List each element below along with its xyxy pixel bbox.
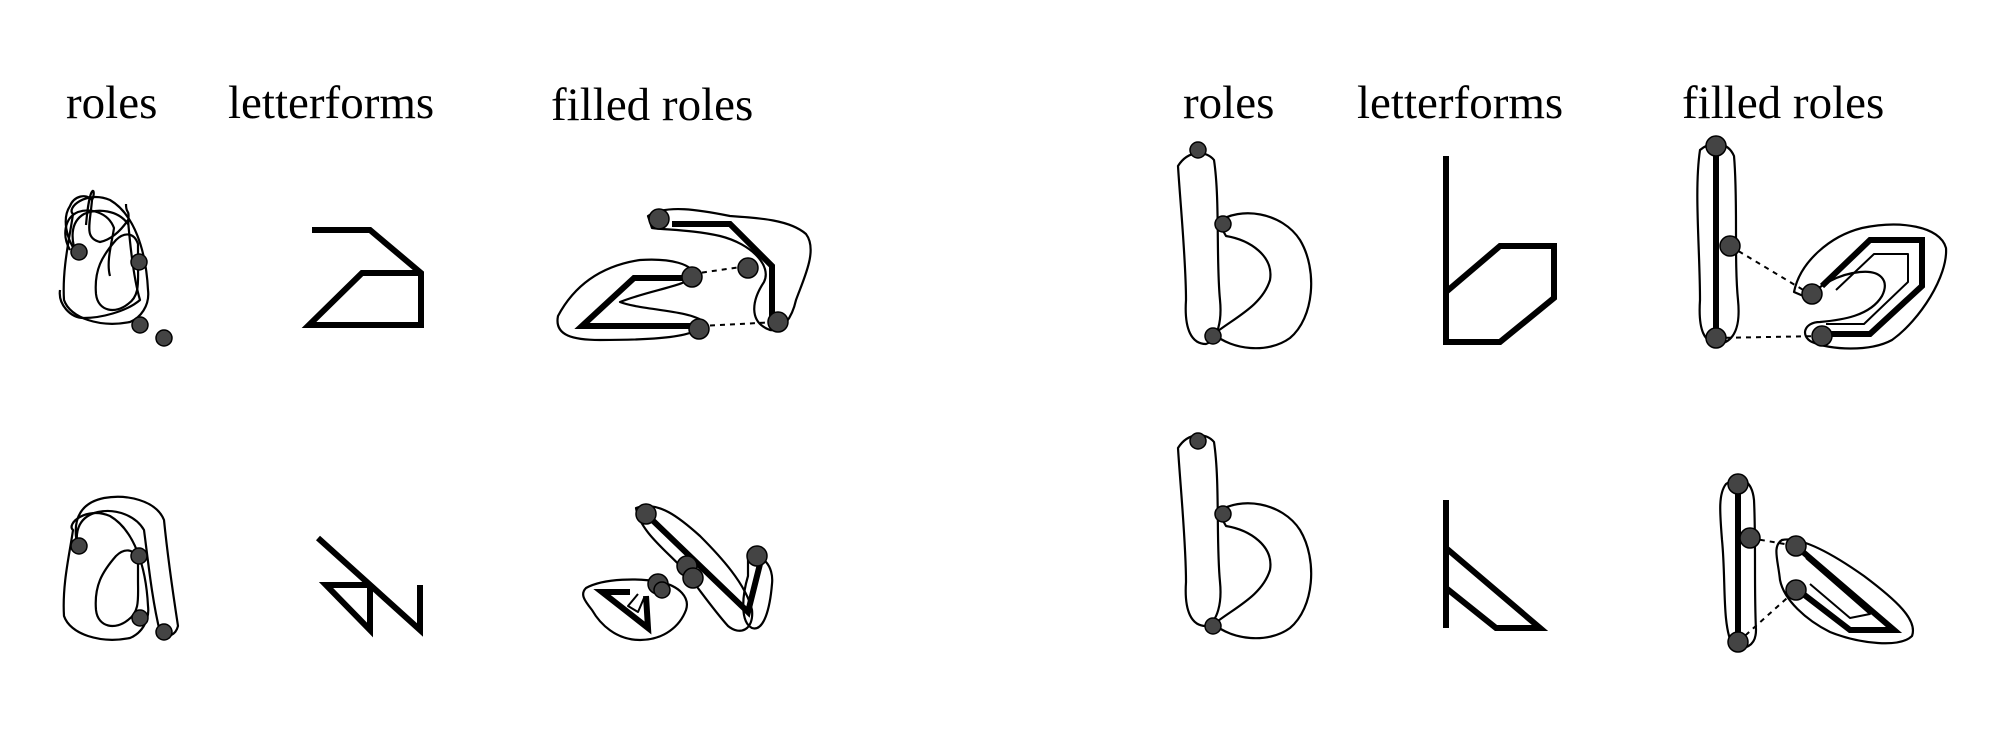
roles-a-row1: [58, 189, 173, 347]
role-node: [1801, 283, 1823, 305]
roles-b-row2: [1176, 432, 1313, 640]
role-node: [1189, 141, 1207, 159]
role-node: [737, 257, 759, 279]
role-node: [1719, 235, 1741, 257]
role-node: [1189, 432, 1207, 450]
header-roles-right: roles: [1183, 77, 1275, 129]
role-node: [1739, 527, 1761, 549]
header-filled-roles-left: filled roles: [551, 79, 754, 131]
filled-roles-b-row1: [1696, 135, 1948, 350]
role-node: [155, 329, 173, 347]
role-node: [1705, 135, 1727, 157]
role-node: [1785, 535, 1807, 557]
filled-roles-b-row2: [1719, 473, 1915, 653]
roles-a-row2: [62, 495, 180, 641]
role-node: [155, 623, 173, 641]
role-node: [70, 243, 88, 261]
role-node: [682, 567, 704, 589]
role-node: [70, 537, 88, 555]
filled-roles-a-row2: [582, 503, 774, 642]
role-node: [1727, 631, 1749, 653]
letterform-a-row1: [301, 227, 424, 328]
role-node: [1204, 327, 1222, 345]
role-node: [746, 545, 768, 567]
role-node: [1705, 327, 1727, 349]
filled-role-blob: [556, 258, 706, 342]
role-node: [1811, 325, 1833, 347]
role-node: [1785, 579, 1807, 601]
header-filled-roles-right: filled roles: [1682, 77, 1885, 129]
letterform-b-row1: [1443, 156, 1557, 345]
letterform-a-row2: [315, 535, 423, 638]
role-node: [1214, 215, 1232, 233]
role-node: [653, 581, 671, 599]
role-node: [767, 311, 789, 333]
role-node: [131, 316, 149, 334]
role-node: [648, 208, 670, 230]
role-node: [1214, 505, 1232, 523]
letterform-b-row2: [1443, 500, 1549, 631]
role-node: [1204, 617, 1222, 635]
role-node: [635, 503, 657, 525]
role-node: [1727, 473, 1749, 495]
role-node: [130, 253, 148, 271]
role-node: [688, 318, 710, 340]
header-letterforms-left: letterforms: [228, 77, 435, 129]
roles-b-row1: [1176, 141, 1313, 350]
filled-roles-a-row1: [556, 207, 812, 342]
role-node: [131, 609, 149, 627]
header-roles-left: roles: [66, 77, 158, 129]
role-node: [681, 266, 703, 288]
header-letterforms-right: letterforms: [1357, 77, 1564, 129]
role-node: [130, 547, 148, 565]
